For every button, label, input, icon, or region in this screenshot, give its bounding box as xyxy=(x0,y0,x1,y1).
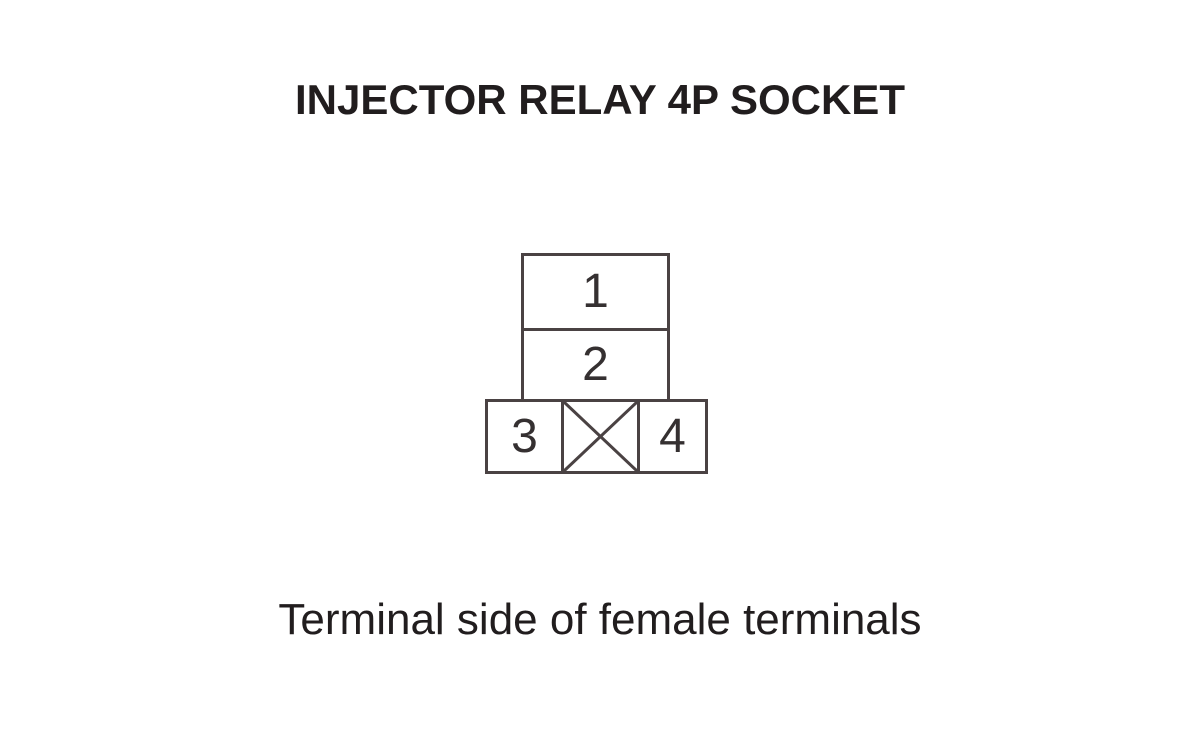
diagram-title: INJECTOR RELAY 4P SOCKET xyxy=(295,76,905,123)
connector-upper-housing: 1 2 xyxy=(521,253,670,399)
pin-cavity-3: 3 xyxy=(488,402,564,471)
connector-lower-housing: 3 4 xyxy=(485,399,708,474)
pin-label-1: 1 xyxy=(582,265,609,318)
pin-label-3: 3 xyxy=(511,409,538,463)
x-cross-icon xyxy=(564,402,637,471)
pin-cavity-2: 2 xyxy=(524,331,667,399)
pin-label-2: 2 xyxy=(582,338,609,391)
pin-cavity-1: 1 xyxy=(524,256,667,331)
terminal-side-caption: Terminal side of female terminals xyxy=(278,595,922,644)
pin-label-4: 4 xyxy=(659,409,686,463)
connector-diagram: 1 2 3 4 xyxy=(485,253,708,474)
blocked-cavity xyxy=(564,402,640,471)
pin-cavity-4: 4 xyxy=(640,402,705,471)
